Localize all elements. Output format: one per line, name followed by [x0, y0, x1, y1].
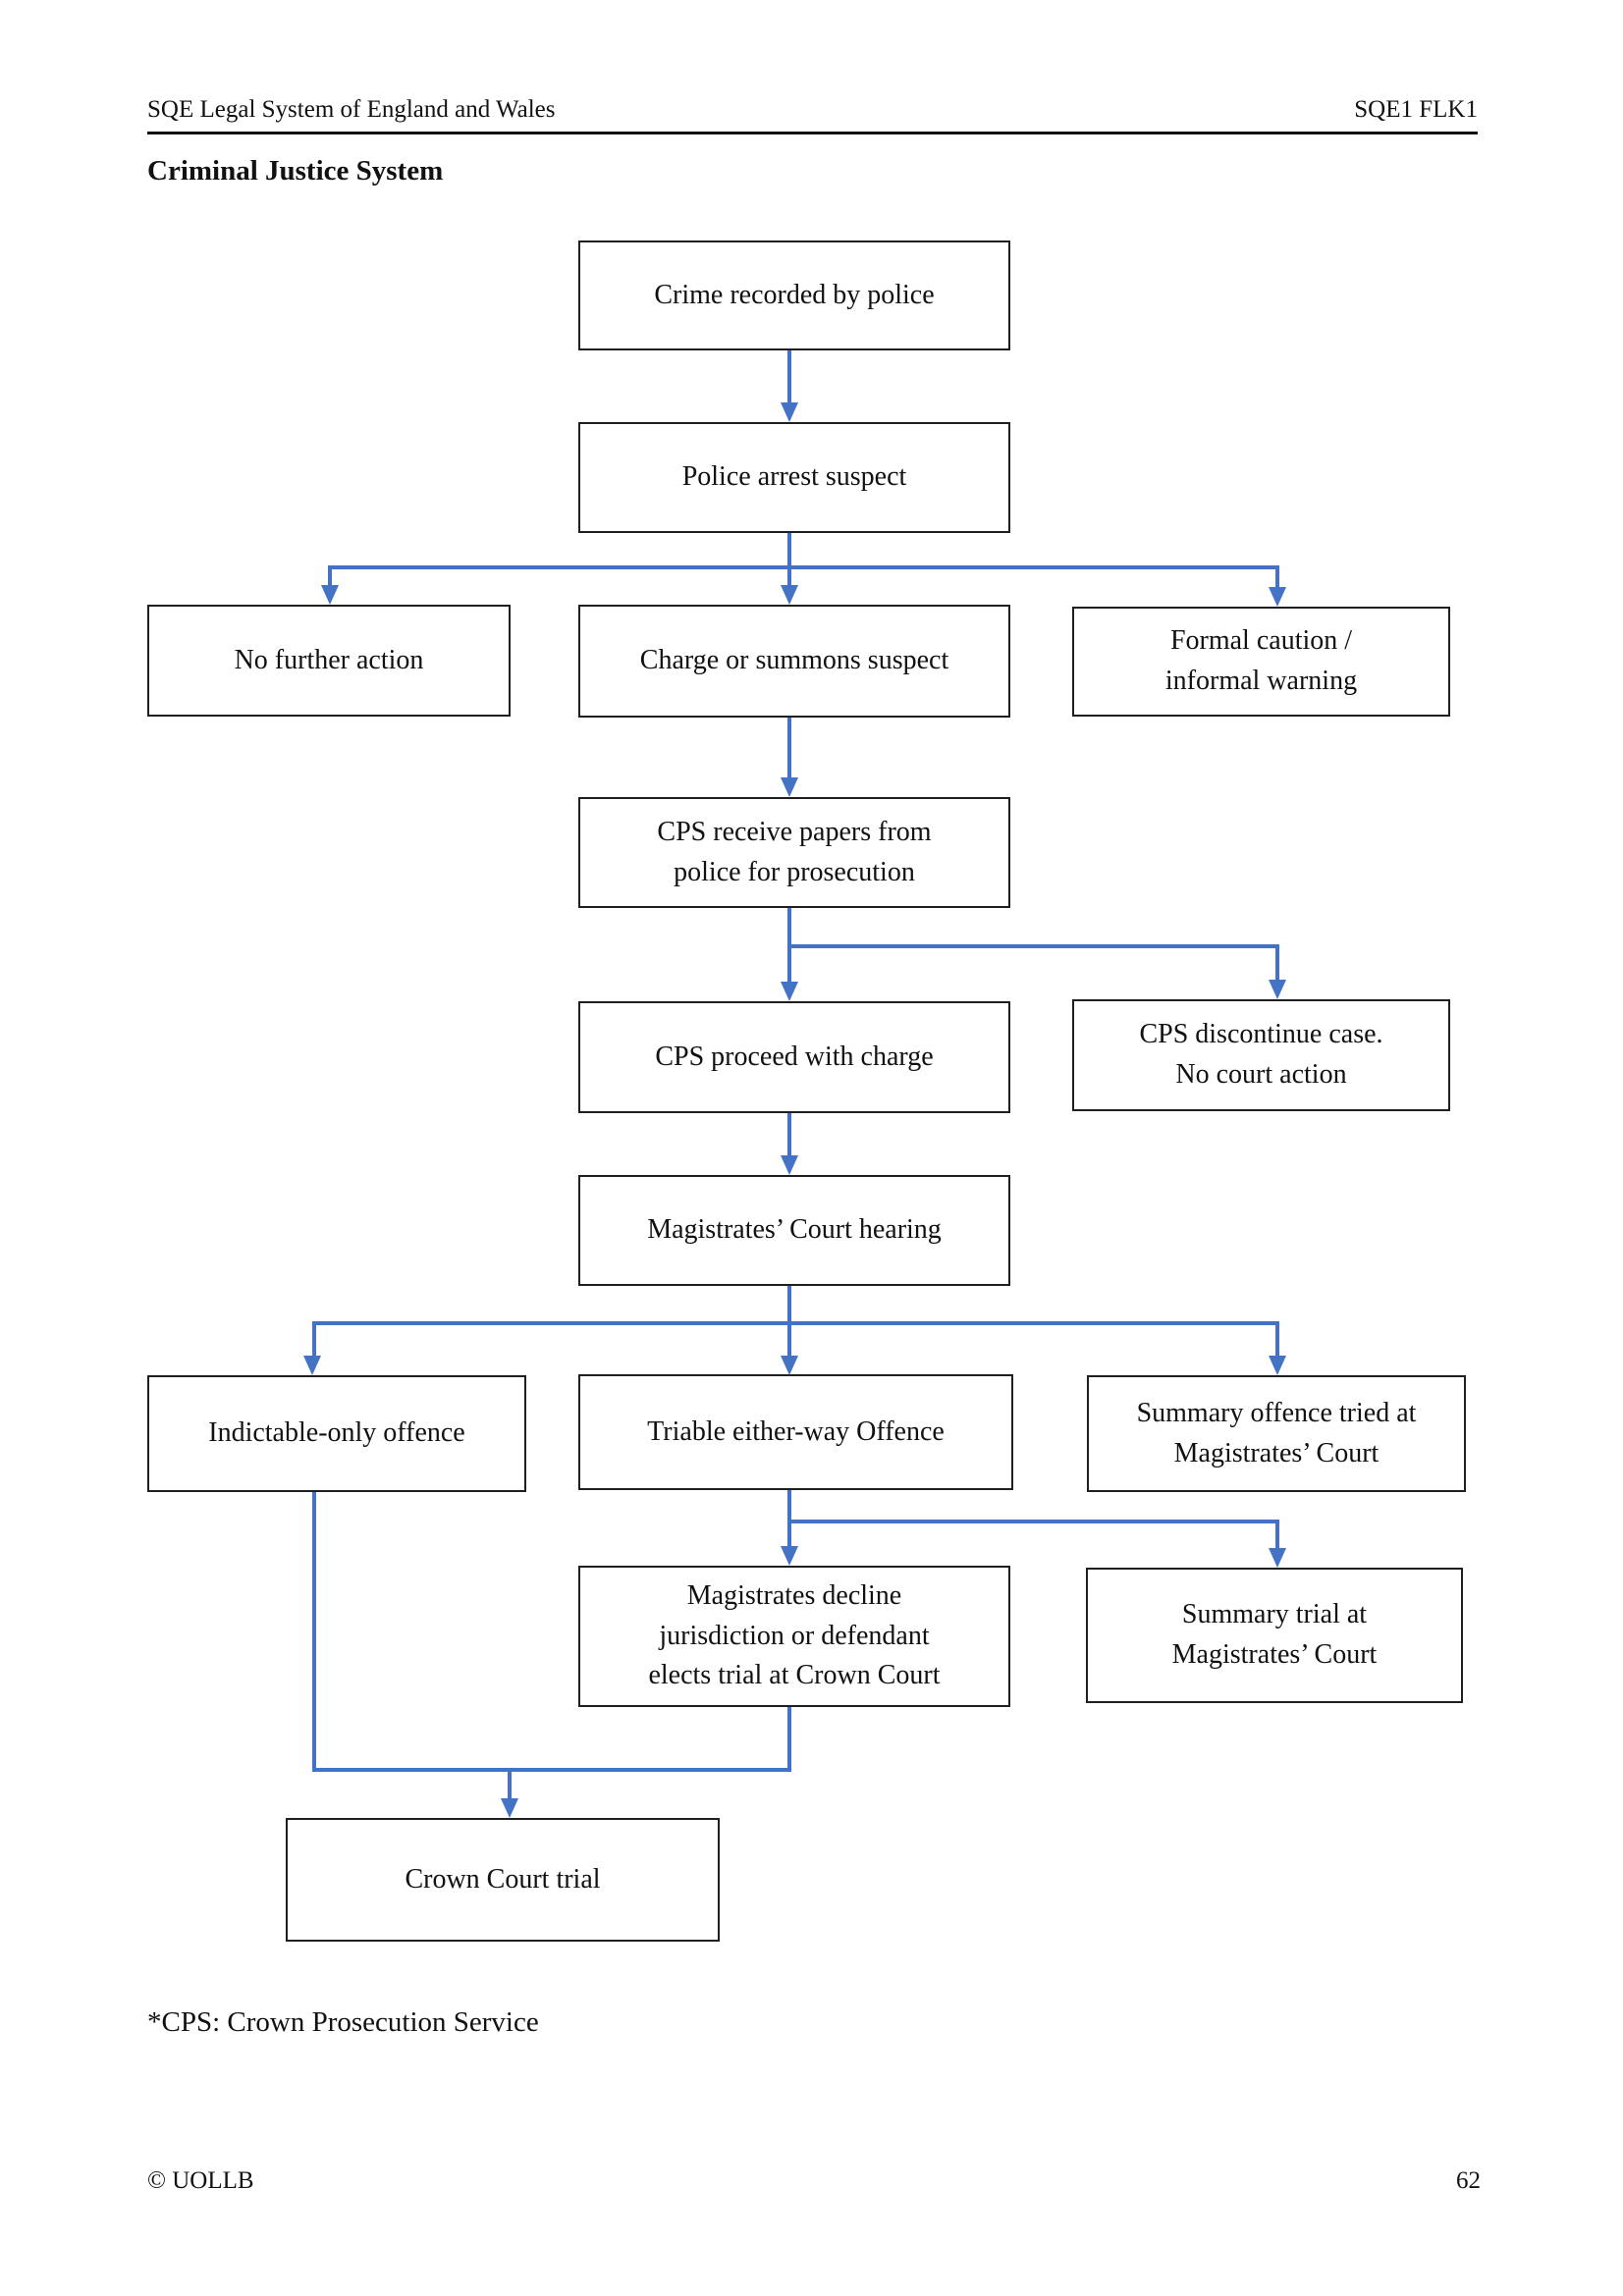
arrowhead-cps-discontinue	[1269, 980, 1286, 999]
connector-merge-to-crown-stub	[508, 1772, 512, 1798]
arrowhead-formal-caution	[1269, 587, 1286, 607]
connector-police-branch-rail	[328, 565, 1279, 569]
node-summary-trial: Summary trial at Magistrates’ Court	[1086, 1568, 1463, 1703]
header-left: SQE Legal System of England and Wales	[147, 96, 556, 123]
node-crown-court-trial: Crown Court trial	[286, 1818, 720, 1942]
connector-charge-to-cps-line	[787, 718, 791, 777]
header-rule	[147, 132, 1478, 134]
connector-triable-to-summary-stub	[1275, 1520, 1279, 1548]
arrowhead-summary-offence	[1269, 1356, 1286, 1375]
connector-police-branch-stem	[787, 533, 791, 585]
arrowhead-cps-proceed	[781, 982, 798, 1001]
node-charge-or-summons: Charge or summons suspect	[578, 605, 1010, 718]
connector-cps-branch-rail	[787, 944, 1279, 948]
node-summary-offence: Summary offence tried at Magistrates’ Co…	[1087, 1375, 1466, 1492]
node-indictable-only: Indictable-only offence	[147, 1375, 526, 1492]
connector-merge-rail	[312, 1768, 791, 1772]
node-magistrates-decline: Magistrates decline jurisdiction or defe…	[578, 1566, 1010, 1707]
node-cps-discontinue: CPS discontinue case. No court action	[1072, 999, 1450, 1111]
node-no-further-action: No further action	[147, 605, 511, 717]
node-magistrates-hearing: Magistrates’ Court hearing	[578, 1175, 1010, 1286]
connector-hearing-branch-stem	[787, 1286, 791, 1356]
connector-triable-branch-stem	[787, 1490, 791, 1546]
connector-triable-branch-rail	[787, 1520, 1279, 1523]
arrowhead-triable-either-way	[781, 1356, 798, 1375]
connector-cps-to-discontinue-stub	[1275, 944, 1279, 980]
connector-hearing-to-summary-stub	[1275, 1321, 1279, 1356]
page-title: Criminal Justice System	[147, 155, 444, 187]
footer-page-number: 62	[1456, 2167, 1481, 2194]
node-cps-receive: CPS receive papers from police for prose…	[578, 797, 1010, 908]
connector-indictable-down-line	[312, 1492, 316, 1772]
arrowhead-cps-receive	[781, 777, 798, 797]
arrowhead-summary-trial	[1269, 1548, 1286, 1568]
arrowhead-charge-or-summons	[781, 585, 798, 605]
connector-decline-down-line	[787, 1707, 791, 1772]
connector-crime-to-police-line	[787, 350, 791, 402]
node-cps-proceed: CPS proceed with charge	[578, 1001, 1010, 1113]
connector-hearing-branch-rail	[312, 1321, 1279, 1325]
node-triable-either-way: Triable either-way Offence	[578, 1374, 1013, 1490]
header-right: SQE1 FLK1	[1354, 96, 1478, 123]
connector-proceed-to-hearing-line	[787, 1113, 791, 1155]
node-crime-recorded: Crime recorded by police	[578, 240, 1010, 350]
arrowhead-magistrates-decline	[781, 1546, 798, 1566]
arrowhead-indictable-only	[303, 1356, 321, 1375]
arrowhead-crown-court-trial	[501, 1798, 518, 1818]
footer-copyright: © UOLLB	[147, 2167, 254, 2194]
arrowhead-police-arrest	[781, 402, 798, 422]
node-police-arrest: Police arrest suspect	[578, 422, 1010, 533]
node-formal-caution: Formal caution / informal warning	[1072, 607, 1450, 717]
connector-hearing-to-indictable-stub	[312, 1321, 316, 1356]
arrowhead-magistrates-hearing	[781, 1155, 798, 1175]
arrowhead-no-further-action	[321, 585, 339, 605]
connector-police-to-nfa-stub	[328, 565, 332, 585]
connector-police-to-caution-stub	[1275, 565, 1279, 587]
cps-footnote: *CPS: Crown Prosecution Service	[147, 2006, 539, 2038]
